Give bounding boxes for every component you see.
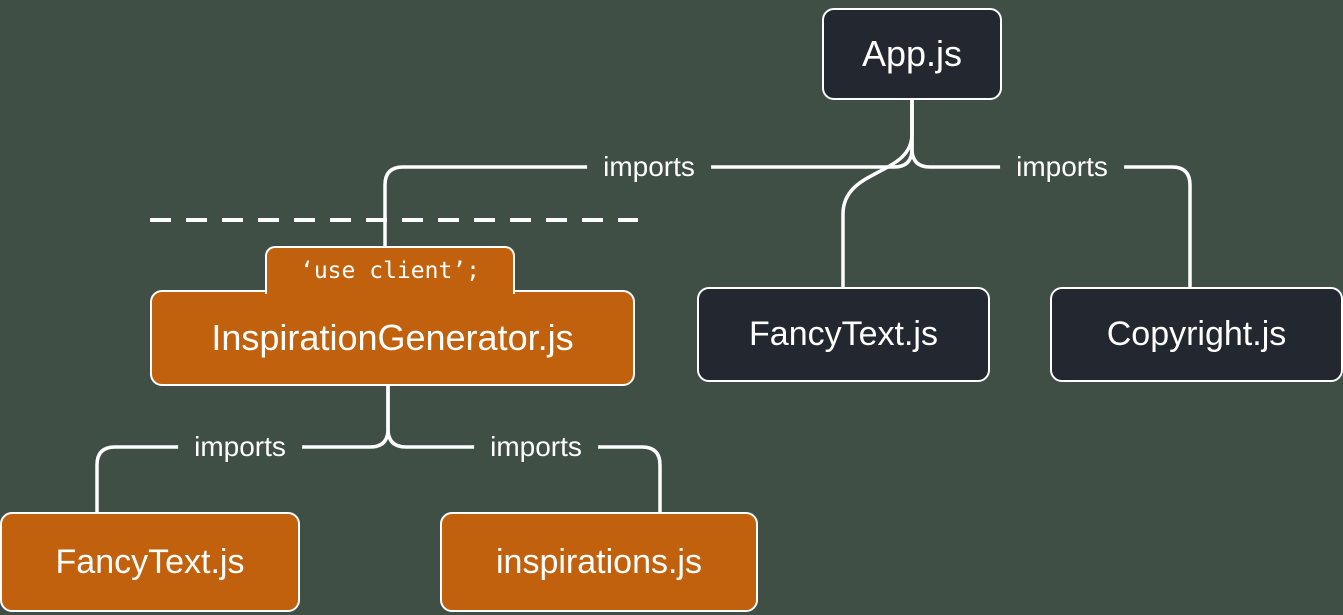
directive-text: ‘use client’; xyxy=(299,258,480,284)
node-label: Copyright.js xyxy=(1106,315,1287,353)
node-label: FancyText.js xyxy=(749,315,938,353)
imports-label-inspiration-generator-to-fancytext: imports xyxy=(178,429,302,465)
edge-app-to-fancytext xyxy=(841,98,914,291)
node-label: FancyText.js xyxy=(55,542,245,581)
node-inspirations-js: inspirations.js xyxy=(440,512,758,612)
edge-app-to-copyright xyxy=(910,98,1192,291)
use-client-directive-badge: ‘use client’; xyxy=(265,246,515,294)
node-inspiration-generator-js: InspirationGenerator.js xyxy=(150,290,635,386)
node-fancytext-js-client: FancyText.js xyxy=(0,512,300,612)
node-fancytext-js-server: FancyText.js xyxy=(697,287,990,382)
imports-label-app-to-inspiration-generator: imports xyxy=(587,149,711,185)
imports-label-inspiration-generator-to-inspirations: imports xyxy=(474,429,598,465)
node-label: inspirations.js xyxy=(496,542,702,581)
node-label: InspirationGenerator.js xyxy=(211,317,574,358)
imports-label-app-to-copyright: imports xyxy=(1000,149,1124,185)
node-app-js: App.js xyxy=(822,8,1002,100)
node-label: App.js xyxy=(861,33,963,74)
node-copyright-js: Copyright.js xyxy=(1050,287,1343,382)
